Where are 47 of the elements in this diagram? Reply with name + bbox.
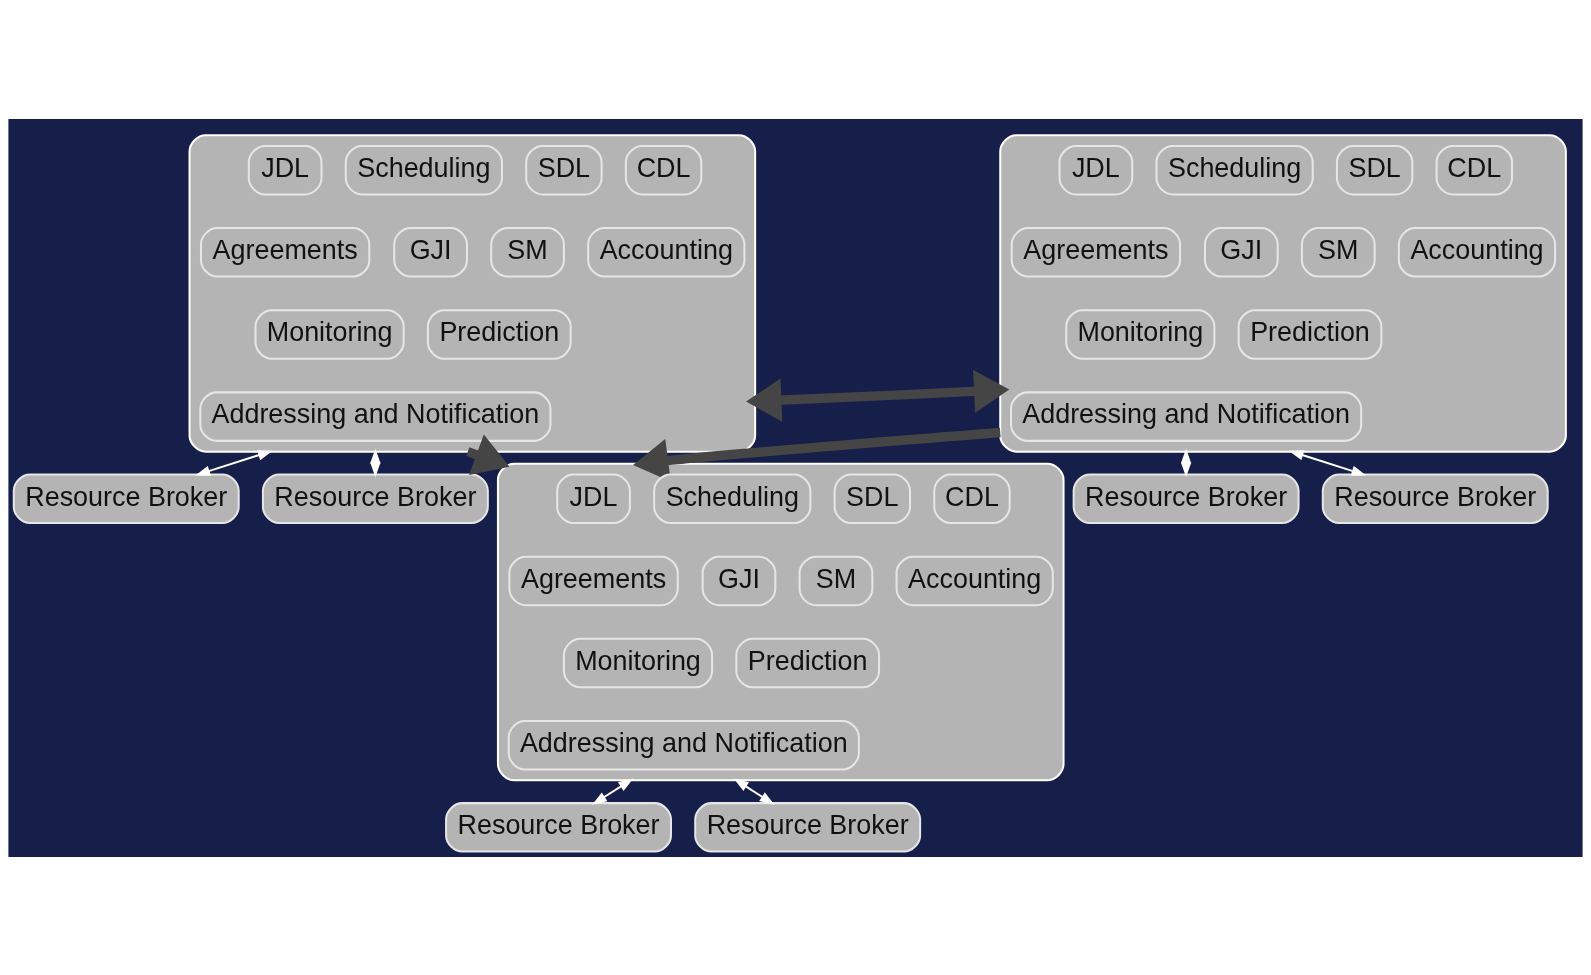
node-box: SM <box>798 555 874 606</box>
node-box: SM <box>490 226 565 278</box>
node-box: Monitoring <box>562 637 714 688</box>
node-box: Accounting <box>1397 226 1557 278</box>
node-box: GJI <box>1203 226 1279 278</box>
node-box: SDL <box>1335 144 1414 195</box>
node-box: Resource Broker <box>12 473 240 524</box>
node-box: SDL <box>525 144 603 195</box>
node-box: SM <box>1300 226 1376 278</box>
arrow <box>195 449 273 476</box>
cluster <box>999 133 1567 453</box>
node-box: SDL <box>833 473 912 524</box>
node-box: Accounting <box>587 226 746 278</box>
node-box: Monitoring <box>1065 308 1216 360</box>
node-box: Prediction <box>1237 308 1383 360</box>
node-box: CDL <box>1435 144 1513 195</box>
node-box: JDL <box>1058 144 1134 195</box>
node-box: CDL <box>933 473 1011 524</box>
node-box: Scheduling <box>344 144 503 195</box>
node-box: CDL <box>624 144 703 195</box>
node-box: Accounting <box>895 555 1054 606</box>
node-box: Resource Broker <box>445 801 672 853</box>
node-box: GJI <box>393 226 468 278</box>
node-box: Agreements <box>1010 226 1182 278</box>
node-box: Addressing and Notification <box>507 719 860 770</box>
node-box: Resource Broker <box>694 801 922 853</box>
node-box: Resource Broker <box>1321 473 1549 524</box>
arrow <box>592 778 634 805</box>
node-box: Agreements <box>199 226 371 278</box>
node-box: Addressing and Notification <box>199 390 552 442</box>
arrow <box>733 778 775 805</box>
arrow <box>1288 449 1367 476</box>
node-box: Prediction <box>426 308 572 360</box>
arrow <box>746 369 1010 422</box>
cluster <box>188 133 757 453</box>
node-box: Resource Broker <box>1072 473 1300 524</box>
node-box: Prediction <box>735 637 881 688</box>
cluster <box>496 462 1065 781</box>
node-box: Agreements <box>508 555 679 606</box>
node-box: Scheduling <box>1155 144 1314 195</box>
node-box: JDL <box>247 144 323 195</box>
node-box: Resource Broker <box>261 473 489 524</box>
node-box: Monitoring <box>254 308 405 360</box>
node-box: Addressing and Notification <box>1010 390 1363 442</box>
node-box: GJI <box>701 555 777 606</box>
node-box: JDL <box>556 473 631 524</box>
node-box: Scheduling <box>653 473 812 524</box>
